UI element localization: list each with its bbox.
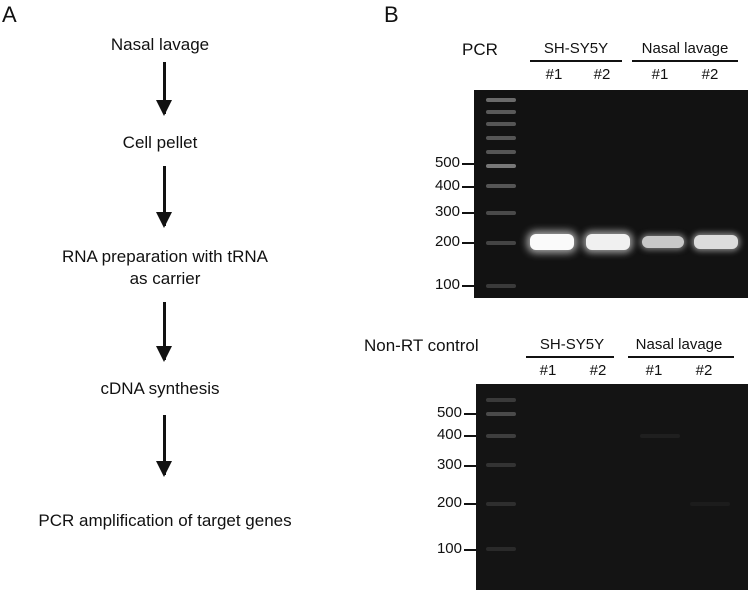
lane-label: #1 <box>651 66 669 83</box>
group-label-sh-sy5y: SH-SY5Y <box>543 40 609 57</box>
ladder-band <box>486 241 516 245</box>
group-label-nasal-lavage: Nasal lavage <box>635 336 723 353</box>
group-underline <box>628 356 734 358</box>
ladder-band <box>486 398 516 402</box>
pcr-band-sh-sy5y-2 <box>586 234 630 250</box>
ladder-band <box>486 98 516 102</box>
group-underline <box>526 356 614 358</box>
group-label-nasal-lavage: Nasal lavage <box>641 40 729 57</box>
lane-label: #2 <box>589 362 607 379</box>
ladder-band <box>486 547 516 551</box>
size-marker: 400 <box>436 426 462 443</box>
size-tick <box>462 242 474 244</box>
size-marker: 300 <box>434 203 460 220</box>
ladder-band <box>486 136 516 140</box>
size-tick <box>462 163 474 165</box>
pcr-band-sh-sy5y-1 <box>530 234 574 250</box>
size-marker: 300 <box>436 456 462 473</box>
ladder-band <box>486 434 516 438</box>
size-tick <box>462 186 474 188</box>
group-label-sh-sy5y: SH-SY5Y <box>539 336 605 353</box>
arrow-down-icon <box>156 62 172 116</box>
panel-a-letter: A <box>2 2 17 27</box>
gel-image-non-rt-control <box>476 384 748 590</box>
ladder-band <box>486 284 516 288</box>
ladder-band <box>486 110 516 114</box>
size-tick <box>464 549 476 551</box>
size-tick <box>464 503 476 505</box>
step-cell-pellet: Cell pellet <box>122 133 198 152</box>
lane-label: #2 <box>701 66 719 83</box>
size-marker: 100 <box>436 540 462 557</box>
size-tick <box>464 435 476 437</box>
pcr-band-nasal-lavage-2 <box>694 235 738 249</box>
lane-label: #1 <box>545 66 563 83</box>
ladder-band <box>486 412 516 416</box>
faint-band-nasal-lavage-1 <box>640 434 680 438</box>
size-tick <box>464 413 476 415</box>
faint-band-nasal-lavage-2 <box>690 502 730 506</box>
gel-image-pcr <box>474 90 748 298</box>
size-marker: 400 <box>434 177 460 194</box>
ladder-band <box>486 211 516 215</box>
group-underline <box>530 60 622 62</box>
size-marker: 500 <box>436 404 462 421</box>
arrow-down-icon <box>156 302 172 362</box>
ladder-band <box>486 502 516 506</box>
size-marker: 100 <box>434 276 460 293</box>
group-underline <box>632 60 738 62</box>
size-tick <box>464 465 476 467</box>
step-cdna-synthesis: cDNA synthesis <box>100 379 220 398</box>
ladder-band <box>486 164 516 168</box>
step-rna-preparation: RNA preparation with tRNA as carrier <box>62 247 268 288</box>
gel-title-non-rt-control: Non-RT control <box>364 336 479 355</box>
step-pcr-amplification: PCR amplification of target genes <box>38 511 292 530</box>
arrow-down-icon <box>156 166 172 228</box>
ladder-band <box>486 122 516 126</box>
ladder-band <box>486 184 516 188</box>
size-marker: 200 <box>436 494 462 511</box>
panel-b-letter: B <box>384 2 399 27</box>
ladder-band <box>486 150 516 154</box>
step-nasal-lavage: Nasal lavage <box>110 35 210 54</box>
gel-title-pcr: PCR <box>462 40 498 59</box>
size-tick <box>462 285 474 287</box>
lane-label: #1 <box>539 362 557 379</box>
ladder-band <box>486 463 516 467</box>
lane-label: #2 <box>593 66 611 83</box>
size-tick <box>462 212 474 214</box>
lane-label: #2 <box>695 362 713 379</box>
size-marker: 200 <box>434 233 460 250</box>
size-marker: 500 <box>434 154 460 171</box>
pcr-band-nasal-lavage-1 <box>642 236 684 248</box>
lane-label: #1 <box>645 362 663 379</box>
arrow-down-icon <box>156 415 172 477</box>
